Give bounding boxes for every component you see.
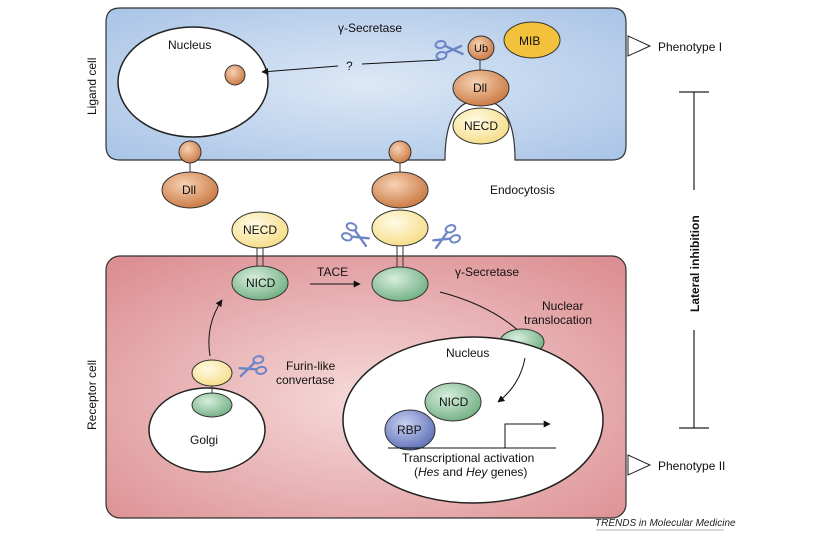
ligand-nucleus-label: Nucleus bbox=[168, 38, 211, 52]
question-mark-label: ? bbox=[346, 59, 353, 73]
golgi-label: Golgi bbox=[190, 433, 218, 447]
receptor-nucleus-label: Nucleus bbox=[446, 346, 489, 360]
transcription-start-arrow bbox=[504, 420, 551, 448]
ligand-cell-label: Ligand cell bbox=[85, 58, 99, 115]
notch-precursor-green bbox=[191, 392, 233, 418]
nicd-nucleus-label: NICD bbox=[439, 395, 469, 409]
scissors-icon-tace bbox=[339, 220, 373, 249]
dll-protein-vesicle bbox=[452, 69, 510, 107]
dll-body-right bbox=[371, 171, 429, 209]
ligand-nucleus bbox=[117, 26, 269, 138]
translocation-path bbox=[439, 291, 521, 333]
question-arrow bbox=[261, 65, 339, 75]
nicd-protein-nucleus bbox=[424, 382, 482, 422]
ub-protein bbox=[467, 35, 495, 61]
footer-source: TRENDS in Molecular Medicine bbox=[595, 518, 736, 529]
receptor-nucleus bbox=[342, 336, 604, 504]
necd-vesicle-label: NECD bbox=[464, 119, 498, 133]
transcription-label-2: (Hes and Hey genes) bbox=[414, 465, 527, 479]
nuclear-translocation-label-2: translocation bbox=[524, 313, 592, 327]
rbp-label: RBP bbox=[397, 423, 422, 437]
furin-label-2: convertase bbox=[276, 373, 335, 387]
nicd-protein-left bbox=[231, 265, 289, 301]
furin-label-1: Furin-like bbox=[286, 359, 336, 373]
endocytosis-label: Endocytosis bbox=[490, 183, 555, 197]
mib-protein bbox=[503, 21, 561, 59]
dll-head-right bbox=[388, 140, 412, 164]
phenotype-2-triangle bbox=[627, 454, 652, 476]
nuclear-entry-arrow bbox=[497, 357, 526, 403]
necd-body-right bbox=[371, 209, 429, 247]
necd-protein-left bbox=[231, 211, 289, 249]
gamma-secretase-bottom-label: γ-Secretase bbox=[455, 265, 519, 279]
dll-vesicle-label: Dll bbox=[473, 81, 487, 95]
mib-label: MIB bbox=[519, 34, 540, 48]
dll-head-left bbox=[178, 140, 202, 164]
phenotype-1-triangle bbox=[627, 35, 652, 57]
lateral-inhibition-label: Lateral inhibition bbox=[688, 215, 702, 312]
scissors-icon-gamma bbox=[429, 222, 463, 251]
ub-label: Ub bbox=[474, 43, 488, 55]
necd-protein-vesicle bbox=[452, 107, 510, 145]
golgi bbox=[148, 387, 266, 473]
phenotype-1-label: Phenotype I bbox=[658, 40, 722, 54]
question-arrow-tail bbox=[361, 59, 441, 65]
dll-left-label: Dll bbox=[182, 183, 196, 197]
nuclear-translocation-label-1: Nuclear bbox=[542, 299, 583, 313]
tace-label: TACE bbox=[317, 265, 348, 279]
golgi-export-arrow bbox=[208, 299, 223, 357]
rbp-protein bbox=[384, 409, 436, 451]
receptor-cell-label: Receptor cell bbox=[85, 360, 99, 430]
gamma-secretase-top-label: γ-Secretase bbox=[338, 21, 402, 35]
phenotype-2-label: Phenotype II bbox=[658, 459, 725, 473]
nicd-protein-right bbox=[371, 266, 429, 302]
nicd-left-label: NICD bbox=[246, 276, 276, 290]
nicd-dot-in-nucleus bbox=[224, 64, 246, 86]
transcription-label-1: Transcriptional activation bbox=[402, 451, 534, 465]
dll-body-left bbox=[161, 171, 219, 209]
necd-left-label: NECD bbox=[243, 223, 277, 237]
notch-precursor-yellow bbox=[191, 359, 233, 387]
